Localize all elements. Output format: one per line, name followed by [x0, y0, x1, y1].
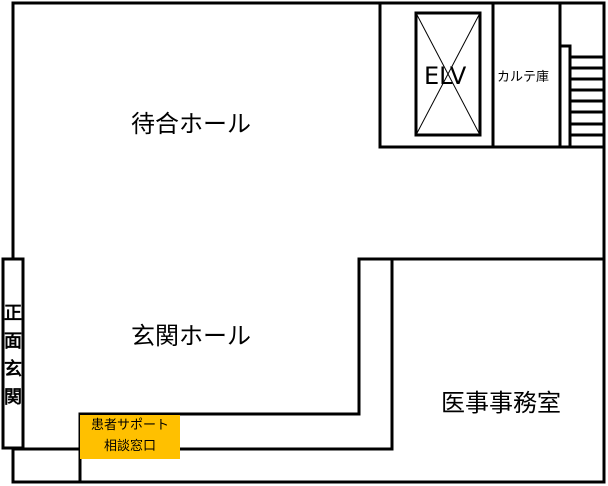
entrance-hall-label: 玄関ホール: [131, 322, 251, 350]
patient-support-line2: 相談窓口: [103, 439, 156, 454]
medical-office-label: 医事事務室: [441, 389, 561, 417]
patient-support-desk: 患者サポート 相談窓口: [80, 415, 180, 459]
main-entrance-label: 正面玄関: [4, 303, 22, 408]
chart-storage-label: カルテ庫: [497, 70, 550, 85]
stairs-icon: [560, 44, 604, 147]
elevator-shaft: [414, 11, 482, 137]
waiting-hall-label: 待合ホール: [131, 110, 251, 138]
outer-wall: [11, 1, 606, 484]
patient-support-line1: 患者サポート: [90, 418, 169, 433]
corridor-wall: [180, 259, 394, 451]
elevator-label: ELV: [424, 62, 467, 90]
